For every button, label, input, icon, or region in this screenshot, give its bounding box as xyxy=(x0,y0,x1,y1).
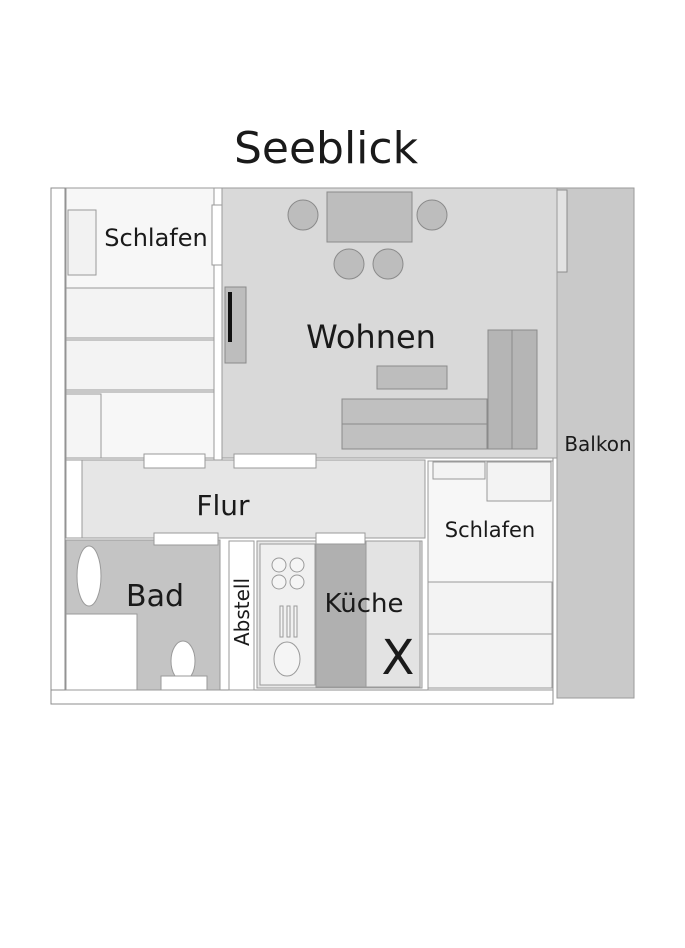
coffee-table xyxy=(376,365,448,390)
chair-right xyxy=(416,199,448,231)
bedroom-right-shelf xyxy=(432,461,486,480)
stove-burner-3 xyxy=(271,574,287,590)
stove-burner-4 xyxy=(289,574,305,590)
toilet-tank xyxy=(160,675,208,691)
drainer-line-2 xyxy=(286,605,291,638)
bed-end-table xyxy=(65,393,102,459)
room-label-bad: Bad xyxy=(126,579,184,614)
balcony-area xyxy=(556,187,635,699)
room-label-schlafen-right: Schlafen xyxy=(445,518,536,542)
bathroom-sink xyxy=(76,545,102,607)
room-label-wohnen: Wohnen xyxy=(306,318,436,356)
location-marker-x: X xyxy=(382,630,415,686)
toilet-bowl xyxy=(170,640,196,682)
stove-burner-1 xyxy=(271,557,287,573)
room-label-kueche: Küche xyxy=(324,589,403,619)
entry-wall xyxy=(65,459,83,539)
chair-bottom-left xyxy=(333,248,365,280)
sofa-seat-1 xyxy=(341,398,488,425)
window-top-left xyxy=(211,204,223,266)
bed-segment-2 xyxy=(65,339,215,391)
storage-room xyxy=(228,540,255,691)
tv-screen xyxy=(228,292,232,342)
door-hall-kitchen xyxy=(315,532,366,546)
kitchen-floor-strip xyxy=(315,543,367,688)
door-hall-bedroom xyxy=(143,453,206,469)
drainer-line-1 xyxy=(279,605,284,638)
sofa-seat-2 xyxy=(341,423,488,450)
bedroom-right-nightstand xyxy=(486,461,552,502)
door-hall-bath xyxy=(153,532,219,546)
dining-table xyxy=(326,191,413,243)
bedroom-right-bed-1 xyxy=(427,581,553,635)
bedroom-right-bed-2 xyxy=(427,633,553,689)
sofa-side-2 xyxy=(511,329,538,450)
room-label-balkon: Balkon xyxy=(564,432,631,456)
nightstand xyxy=(67,209,97,276)
drainer-line-3 xyxy=(293,605,298,638)
room-label-schlafen-top: Schlafen xyxy=(104,224,207,252)
plan-title: Seeblick xyxy=(234,123,419,174)
kitchen-cabinet xyxy=(365,540,421,688)
stove-burner-2 xyxy=(289,557,305,573)
chair-left xyxy=(287,199,319,231)
left-wall xyxy=(50,187,66,691)
bed-segment-1 xyxy=(65,287,215,339)
chair-bottom-right xyxy=(372,248,404,280)
shower-tray xyxy=(65,613,138,691)
door-hall-living xyxy=(233,453,317,469)
kitchen-sink xyxy=(273,641,301,677)
sofa-side-1 xyxy=(487,329,513,450)
bottom-wall xyxy=(50,689,554,705)
hallway-area xyxy=(81,459,426,539)
room-label-flur: Flur xyxy=(196,489,250,522)
room-label-abstell: Abstell xyxy=(230,578,254,646)
